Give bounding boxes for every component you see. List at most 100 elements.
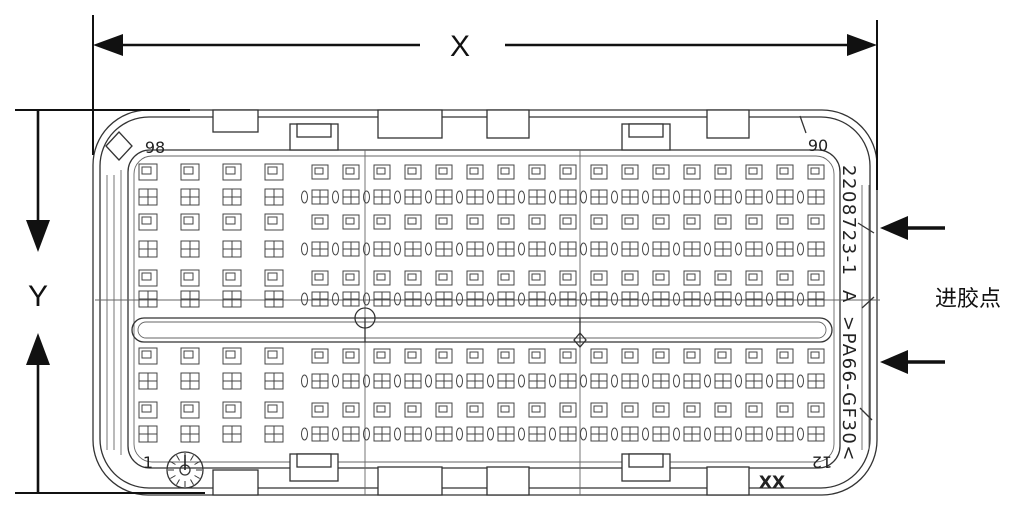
pin-cavity <box>642 373 670 389</box>
pin-latch <box>518 292 525 306</box>
pin-cavity <box>611 291 639 307</box>
pin-cavity-outline <box>435 402 453 418</box>
pin-latch <box>673 427 680 441</box>
pin-cavity-outline <box>652 164 670 180</box>
pin-cavity <box>673 291 701 307</box>
pin-cavity <box>735 373 763 389</box>
pin-cavity <box>797 241 825 257</box>
pin-cavity <box>435 348 453 364</box>
pin-cavity-cross <box>684 190 700 204</box>
pin-cavity-cross <box>312 427 328 441</box>
pin-contact <box>345 351 355 359</box>
pin-cavity <box>180 290 200 308</box>
pin-latch <box>425 374 432 388</box>
pin-cavity <box>776 402 794 418</box>
pin-cavity <box>580 426 608 442</box>
pin-latch <box>642 242 649 256</box>
pin-cavity <box>673 241 701 257</box>
pin-latch <box>518 427 525 441</box>
pin-contact <box>314 273 324 281</box>
bottom-tab <box>377 466 443 496</box>
pin-cavity-outline <box>180 213 200 231</box>
pin-contact <box>624 167 634 175</box>
pin-cavity <box>222 240 242 258</box>
pin-contact <box>376 405 386 413</box>
pin-latch <box>301 292 308 306</box>
pin-cavity <box>518 189 546 205</box>
pin-contact <box>438 217 448 225</box>
pin-cavity <box>264 347 284 365</box>
pin-cavity <box>766 291 794 307</box>
pin-contact <box>593 217 603 225</box>
pin-cavity <box>180 213 200 231</box>
pin-cavity-cross <box>715 242 731 256</box>
pin-cavity <box>138 425 158 443</box>
pin-cavity-outline <box>559 164 577 180</box>
pin-cavity-cross <box>405 242 421 256</box>
pin-cavity <box>456 426 484 442</box>
pin-cavity-cross <box>715 374 731 388</box>
pin-latch <box>766 374 773 388</box>
y-dimension: Y <box>15 109 205 494</box>
pin-cavity-outline <box>264 269 284 287</box>
x-dimension: X <box>92 15 878 190</box>
pin-latch <box>704 292 711 306</box>
pin-cavity-outline <box>590 164 608 180</box>
pin-cavity <box>138 240 158 258</box>
pin-contact <box>183 404 194 413</box>
pin-cavity-outline <box>807 214 825 230</box>
pin-latch <box>487 190 494 204</box>
pin-cavity <box>301 241 329 257</box>
pin-cavity-outline <box>714 270 732 286</box>
pin-cavity-outline <box>222 347 242 365</box>
pin-contact <box>562 167 572 175</box>
pin-contact <box>655 405 665 413</box>
pin-cavity-outline <box>180 401 200 419</box>
top-tab <box>377 109 443 139</box>
date-wheel-tick <box>194 475 200 479</box>
pin-cavity-cross <box>181 241 199 257</box>
pin-cavity <box>580 291 608 307</box>
pin-contact <box>531 167 541 175</box>
pin-cavity-cross <box>374 190 390 204</box>
pin-cavity <box>683 164 701 180</box>
pin-cavity-outline <box>621 402 639 418</box>
pin-contact <box>345 405 355 413</box>
pin-cavity <box>776 164 794 180</box>
pin-cavity-cross <box>343 427 359 441</box>
pin-cavity <box>776 214 794 230</box>
pin-latch <box>394 292 401 306</box>
pin-cavity-cross <box>560 374 576 388</box>
pin-latch <box>425 427 432 441</box>
pin-cavity-outline <box>435 270 453 286</box>
date-wheel-tick <box>194 461 200 465</box>
pin-cavity <box>180 425 200 443</box>
pin-cavity <box>766 241 794 257</box>
date-wheel-tick <box>190 479 194 485</box>
pin-latch <box>611 242 618 256</box>
pin-cavity <box>549 241 577 257</box>
pin-cavity <box>528 270 546 286</box>
pin-cavity <box>138 401 158 419</box>
pin-cavity <box>807 164 825 180</box>
pin-latch <box>394 242 401 256</box>
date-wheel-tick <box>170 461 176 465</box>
pin-latch <box>704 242 711 256</box>
pin-cavity-cross <box>746 374 762 388</box>
pin-cavity-outline <box>311 402 329 418</box>
pin-contact <box>655 351 665 359</box>
pin-cavity <box>704 426 732 442</box>
latch-window-inner <box>628 453 664 468</box>
pin-cavity-outline <box>264 347 284 365</box>
pin-cavity-cross <box>265 189 283 205</box>
pin-contact <box>141 404 152 413</box>
pin-contact <box>810 217 820 225</box>
pin-cavity <box>373 270 391 286</box>
pin-latch <box>363 374 370 388</box>
pin-cavity-outline <box>311 214 329 230</box>
pin-cavity-cross <box>405 374 421 388</box>
pin-cavity-outline <box>714 348 732 364</box>
pin-cavity <box>222 290 242 308</box>
pin-cavity <box>466 270 484 286</box>
pin-latch <box>394 374 401 388</box>
